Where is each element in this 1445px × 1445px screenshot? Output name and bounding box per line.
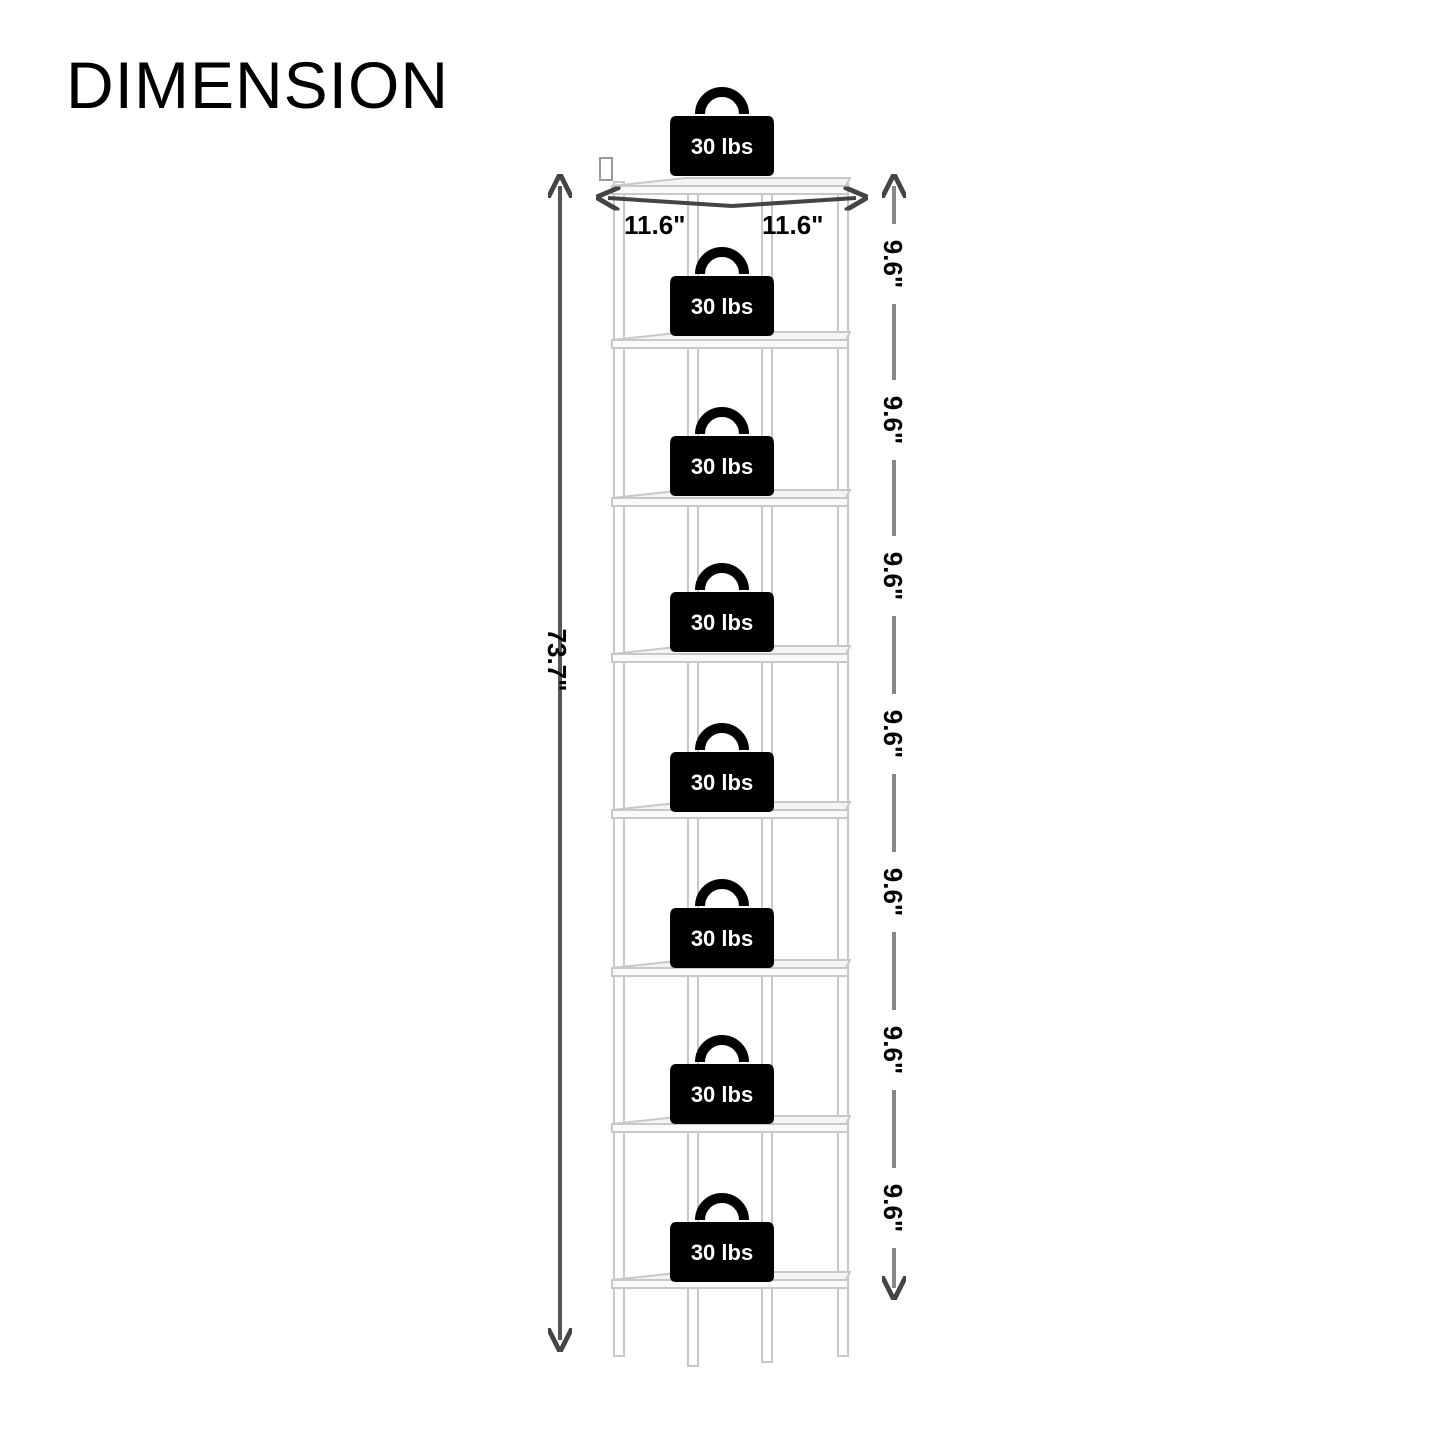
page-title: DIMENSION bbox=[66, 48, 450, 122]
weight-icon bbox=[670, 436, 774, 496]
shelf-post-front-right bbox=[837, 181, 849, 1357]
weight-label: 30 lbs bbox=[691, 134, 753, 159]
top-clip bbox=[599, 157, 613, 181]
weight-label: 30 lbs bbox=[691, 294, 753, 319]
weight-icon bbox=[670, 592, 774, 652]
shelf-gap-label: 9.6" bbox=[878, 552, 908, 600]
shelf-1 bbox=[611, 177, 852, 195]
weight-handle-icon bbox=[695, 407, 749, 435]
weight-handle-icon bbox=[695, 879, 749, 907]
weight-label: 30 lbs bbox=[691, 610, 753, 635]
weight-label: 30 lbs bbox=[691, 1082, 753, 1107]
shelf-gap-label: 9.6" bbox=[878, 868, 908, 916]
weight-handle-icon bbox=[695, 87, 749, 115]
weight-badge: 30 lbs bbox=[670, 407, 774, 496]
shelf-gap-labels: 9.6" 9.6" 9.6" 9.6" 9.6" 9.6" 9.6" bbox=[876, 224, 912, 1248]
weight-label: 30 lbs bbox=[691, 1240, 753, 1265]
weight-icon bbox=[670, 908, 774, 968]
weight-handle-icon bbox=[695, 247, 749, 275]
shelf-gap-label: 9.6" bbox=[878, 710, 908, 758]
weight-label: 30 lbs bbox=[691, 770, 753, 795]
shelf-gap-label: 9.6" bbox=[878, 240, 908, 288]
weight-handle-icon bbox=[695, 1035, 749, 1063]
weight-badge: 30 lbs bbox=[670, 1193, 774, 1282]
shelf-gap-label: 9.6" bbox=[878, 1026, 908, 1074]
weight-badges: 30 lbs 30 lbs 30 lbs 30 lbs 30 lbs 30 lbs 30 l… bbox=[670, 87, 774, 1282]
weight-handle-icon bbox=[695, 1193, 749, 1221]
shelf-gap-label: 9.6" bbox=[878, 396, 908, 444]
weight-badge: 30 lbs bbox=[670, 1035, 774, 1124]
weight-badge: 30 lbs bbox=[670, 723, 774, 812]
width-right-label: 11.6" bbox=[762, 210, 824, 240]
weight-icon bbox=[670, 276, 774, 336]
shelf-post-front-left bbox=[613, 181, 625, 1357]
weight-label: 30 lbs bbox=[691, 926, 753, 951]
weight-badge: 30 lbs bbox=[670, 247, 774, 336]
weight-badge: 30 lbs bbox=[670, 563, 774, 652]
shelf-gap-label: 9.6" bbox=[878, 1184, 908, 1232]
weight-icon bbox=[670, 1064, 774, 1124]
weight-icon bbox=[670, 1222, 774, 1282]
weight-handle-icon bbox=[695, 723, 749, 751]
width-arrow bbox=[608, 198, 856, 206]
weight-icon bbox=[670, 116, 774, 176]
total-height-label: 73.7" bbox=[542, 629, 572, 692]
weight-handle-icon bbox=[695, 563, 749, 591]
weight-badge: 30 lbs bbox=[670, 87, 774, 176]
weight-icon bbox=[670, 752, 774, 812]
width-left-label: 11.6" bbox=[624, 210, 686, 240]
weight-badge: 30 lbs bbox=[670, 879, 774, 968]
weight-label: 30 lbs bbox=[691, 454, 753, 479]
